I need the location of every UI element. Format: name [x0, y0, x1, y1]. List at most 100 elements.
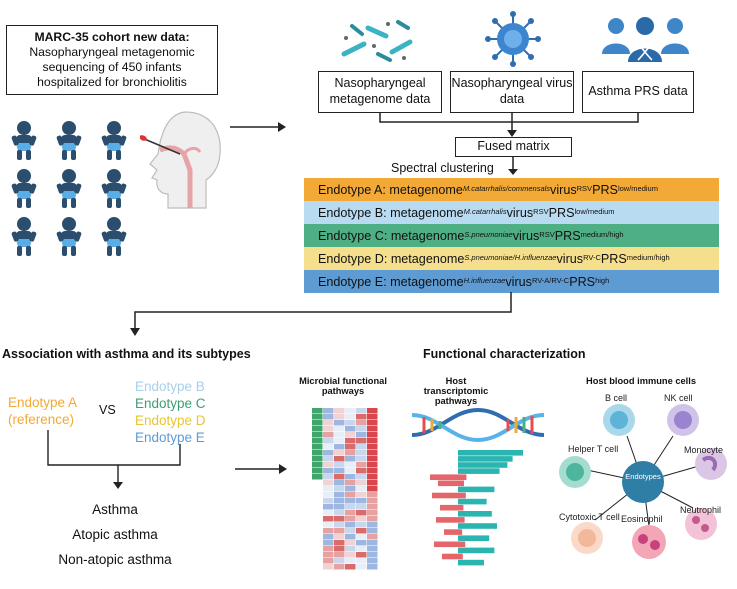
heatmap-cell	[312, 564, 323, 570]
prs-word: PRS	[569, 274, 596, 289]
heatmap-cell	[312, 498, 323, 504]
heatmap-cell	[356, 522, 367, 528]
comparison-c: Endotype C	[135, 396, 206, 411]
heatmap-cell	[356, 426, 367, 432]
endotype-e-name: Endotype E	[318, 274, 384, 289]
reference-note: (reference)	[8, 412, 75, 427]
heatmap-cell	[345, 534, 356, 540]
heatmap-cell	[312, 408, 323, 414]
heatmap-cell	[323, 456, 334, 462]
virus-data-box: Nasopharyngeal virus data	[450, 71, 574, 113]
heatmap-cell	[323, 528, 334, 534]
heatmap-cell	[367, 462, 378, 468]
cell-label-nk: NK cell	[664, 393, 693, 403]
heatmap-cell	[356, 564, 367, 570]
pathway-bar	[430, 474, 467, 480]
heatmap-cell	[345, 492, 356, 498]
heatmap-cell	[312, 510, 323, 516]
outcome-nonatopic: Non-atopic asthma	[58, 552, 172, 567]
heatmap-cell	[323, 552, 334, 558]
dna-helix-icon	[412, 407, 544, 443]
prs-sup: medium/high	[626, 253, 670, 262]
heatmap-cell	[323, 540, 334, 546]
heatmap-cell	[345, 546, 356, 552]
heatmap-cell	[356, 546, 367, 552]
heatmap-cell	[334, 468, 345, 474]
heatmap-cell	[367, 414, 378, 420]
microbial-heatmap	[312, 408, 378, 570]
endotype-b-name: Endotype B	[318, 205, 384, 220]
pathway-bar	[458, 535, 490, 541]
heatmap-cell	[367, 552, 378, 558]
virus-sup: RV-A/RV-C	[531, 276, 570, 285]
heatmap-cell	[334, 414, 345, 420]
heatmap-cell	[345, 438, 356, 444]
heatmap-cell	[356, 516, 367, 522]
heatmap-cell	[323, 498, 334, 504]
heatmap-cell	[356, 510, 367, 516]
heatmap-cell	[367, 456, 378, 462]
heatmap-cell	[367, 540, 378, 546]
heatmap-cell	[356, 474, 367, 480]
heatmap-cell	[312, 444, 323, 450]
heatmap-cell	[312, 546, 323, 552]
heatmap-cell	[334, 474, 345, 480]
heatmap-cell	[334, 534, 345, 540]
heatmap-cell	[312, 528, 323, 534]
virus-sup: RSV	[539, 230, 555, 239]
heatmap-cell	[334, 528, 345, 534]
arrow-clusters-to-analysis	[130, 292, 512, 336]
pathway-bar	[458, 450, 523, 456]
pathway-bar	[458, 468, 500, 474]
heatmap-cell	[367, 498, 378, 504]
heatmap-cell	[334, 498, 345, 504]
heatmap-cell	[345, 474, 356, 480]
heatmap-cell	[345, 552, 356, 558]
heatmap-cell	[323, 522, 334, 528]
reference-name: Endotype A	[8, 395, 78, 410]
immune-cells-diagram	[559, 404, 727, 559]
prs-word: PRS	[600, 251, 627, 266]
arrow-to-functional	[235, 464, 287, 474]
heatmap-cell	[323, 486, 334, 492]
heatmap-cell	[312, 420, 323, 426]
fused-matrix-box: Fused matrix	[455, 137, 572, 157]
heatmap-cell	[356, 540, 367, 546]
heatmap-cell	[323, 546, 334, 552]
association-title: Association with asthma and its subtypes	[2, 347, 251, 361]
cohort-box: MARC-35 cohort new data: Nasopharyngeal …	[6, 25, 218, 95]
outcome-asthma: Asthma	[92, 502, 138, 517]
heatmap-cell	[356, 552, 367, 558]
pathway-bar	[434, 541, 466, 548]
heatmap-cell	[334, 426, 345, 432]
heatmap-cell	[356, 420, 367, 426]
heatmap-cell	[367, 474, 378, 480]
prs-word: PRS	[548, 205, 575, 220]
heatmap-cell	[323, 492, 334, 498]
pathway-bar	[458, 456, 513, 462]
virus-data-label: Nasopharyngeal virus data	[451, 76, 573, 106]
heatmap-cell	[334, 438, 345, 444]
arrow-fused-to-clusters	[508, 157, 518, 175]
cohort-title: MARC-35 cohort new data:	[34, 29, 190, 44]
heatmap-cell	[312, 438, 323, 444]
cell-label-b: B cell	[605, 393, 628, 403]
heatmap-cell	[356, 468, 367, 474]
heatmap-cell	[334, 444, 345, 450]
heatmap-cell	[334, 450, 345, 456]
heatmap-cell	[334, 516, 345, 522]
pathway-bar	[458, 498, 487, 505]
reference-endotype: Endotype A (reference)	[8, 394, 77, 428]
heatmap-cell	[367, 408, 378, 414]
heatmap-cell	[367, 426, 378, 432]
heatmap-cell	[345, 444, 356, 450]
prs-word: PRS	[592, 182, 618, 197]
virus-word: virus	[556, 251, 584, 266]
endotype-d-name: Endotype D	[318, 251, 384, 266]
cohort-description: Nasopharyngeal metagenomic sequencing of…	[29, 44, 195, 90]
comparison-b: Endotype B	[135, 379, 205, 394]
heatmap-cell	[323, 558, 334, 564]
heatmap-cell	[312, 432, 323, 438]
heatmap-cell	[334, 480, 345, 486]
